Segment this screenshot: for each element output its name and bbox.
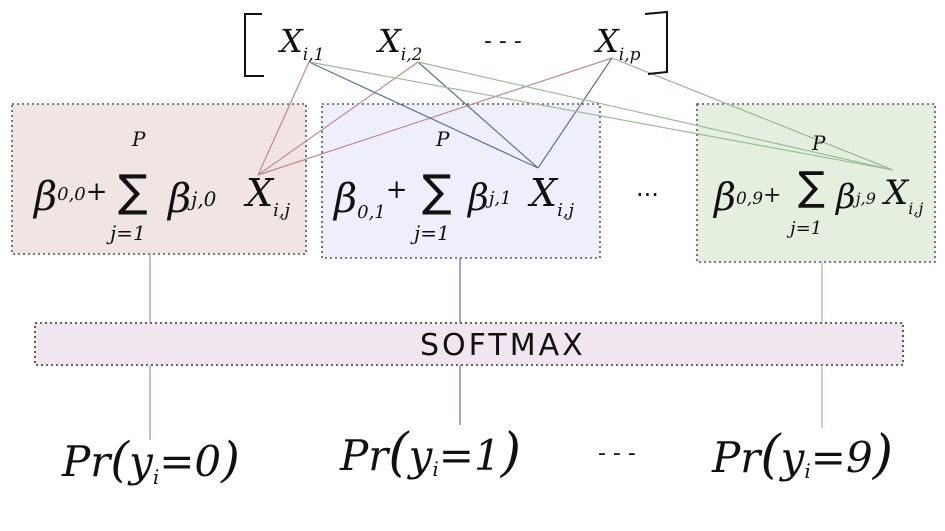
output-probability-1: Pr(yi=1) (339, 423, 521, 483)
input-x-i2: Xi,2 (375, 22, 422, 65)
box9-sum-top: P (811, 131, 826, 155)
box1-sum-sign: ∑ (422, 166, 452, 217)
connection-line-x2-to-box1 (417, 61, 539, 169)
box9-beta-coef: βj,9 (834, 177, 876, 217)
output-probability-9: Pr(yi=9) (711, 425, 893, 485)
softmax-bar (34, 322, 904, 366)
box0-beta-coef: βj,0 (166, 176, 217, 222)
right-bracket (644, 10, 668, 75)
connection-line-x2-to-box0 (257, 61, 419, 176)
box9-sum-bottom: j=1 (786, 218, 822, 239)
box1-sum-bottom: j=1 (410, 221, 450, 245)
logit-formula-class-0: β0,0+ P ∑ j=1 βj,0 Xi,j (32, 127, 291, 245)
box9-beta-intercept: β0,9+ (712, 175, 781, 219)
input-x-ip: Xi,p (593, 22, 641, 65)
box1-x: Xi,j (527, 171, 575, 221)
middle-ellipsis: ... (636, 174, 659, 202)
connection-line-x1-to-box0 (257, 61, 310, 176)
box0-sum-bottom: j=1 (106, 221, 146, 245)
input-to-box-connections (257, 57, 894, 176)
box1-beta-intercept: β0,1+ (332, 175, 408, 223)
output-probability-0: Pr(yi=0) (61, 432, 240, 489)
logit-formula-class-1: β0,1+ P ∑ j=1 βj,1 Xi,j (332, 127, 575, 245)
softmax-label: SOFTMAX (420, 328, 586, 363)
output-ellipsis: - - - (598, 441, 636, 466)
logit-box-class-1 (321, 103, 601, 259)
box1-sum-top: P (435, 127, 450, 151)
connection-line-xp-to-box9 (611, 57, 894, 171)
connection-line-xp-to-box0 (257, 57, 613, 176)
input-x-i1: Xi,1 (277, 22, 324, 65)
box0-beta-intercept: β0,0+ (32, 174, 108, 220)
left-bracket (244, 13, 264, 77)
logit-formula-class-9: β0,9+ P ∑ j=1 βj,9 Xi,j (712, 131, 923, 239)
box0-x: Xi,j (243, 171, 291, 221)
box9-sum-sign: ∑ (798, 164, 825, 210)
connection-line-x2-to-box9 (417, 61, 894, 171)
logit-box-class-0 (11, 103, 307, 255)
box1-beta-coef: βj,1 (466, 178, 512, 219)
output0-text: Pr(yi=0) (61, 432, 240, 489)
box9-x: Xi,j (881, 173, 923, 218)
box0-sum-sign: ∑ (118, 166, 148, 217)
vertical-connections (149, 254, 823, 440)
logit-box-class-9 (696, 103, 936, 263)
box0-sum-top: P (131, 127, 146, 151)
output9-text: Pr(yi=9) (711, 425, 893, 485)
connection-line-x1-to-box9 (308, 61, 894, 171)
output1-text: Pr(yi=1) (339, 423, 521, 483)
connection-line-xp-to-box1 (537, 57, 613, 169)
input-vector: Xi,1 Xi,2 - - - Xi,p (244, 10, 668, 77)
connection-line-x1-to-box1 (308, 61, 539, 169)
input-ellipsis: - - - (484, 29, 522, 54)
